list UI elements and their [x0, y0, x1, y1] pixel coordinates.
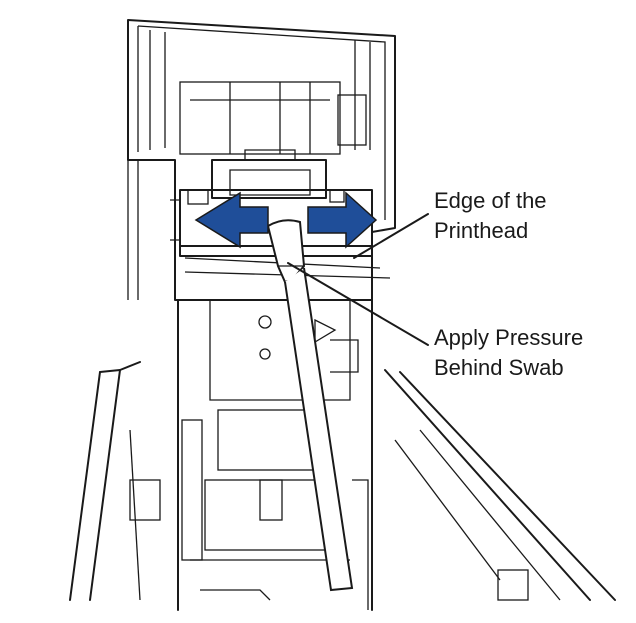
- leader-line-pressure: [287, 262, 429, 346]
- printhead-carriage: [170, 149, 391, 279]
- motion-arrow: [194, 191, 378, 249]
- arrow-right-icon: [307, 191, 378, 249]
- leader-lines: [287, 213, 429, 346]
- callout-printhead-edge: Edge of the Printhead: [434, 186, 547, 246]
- card-path-mechanism: [177, 299, 373, 611]
- callout-line: Apply Pressure: [434, 325, 584, 350]
- printer-lid: [127, 19, 396, 301]
- callout-line: Behind Swab: [434, 355, 564, 380]
- arrow-left-icon: [194, 191, 269, 249]
- leader-line-printhead: [353, 213, 429, 259]
- callout-line: Edge of the: [434, 188, 547, 213]
- callout-apply-pressure: Apply Pressure Behind Swab: [434, 323, 583, 383]
- callout-line: Printhead: [434, 218, 529, 243]
- printer-body: [69, 361, 616, 601]
